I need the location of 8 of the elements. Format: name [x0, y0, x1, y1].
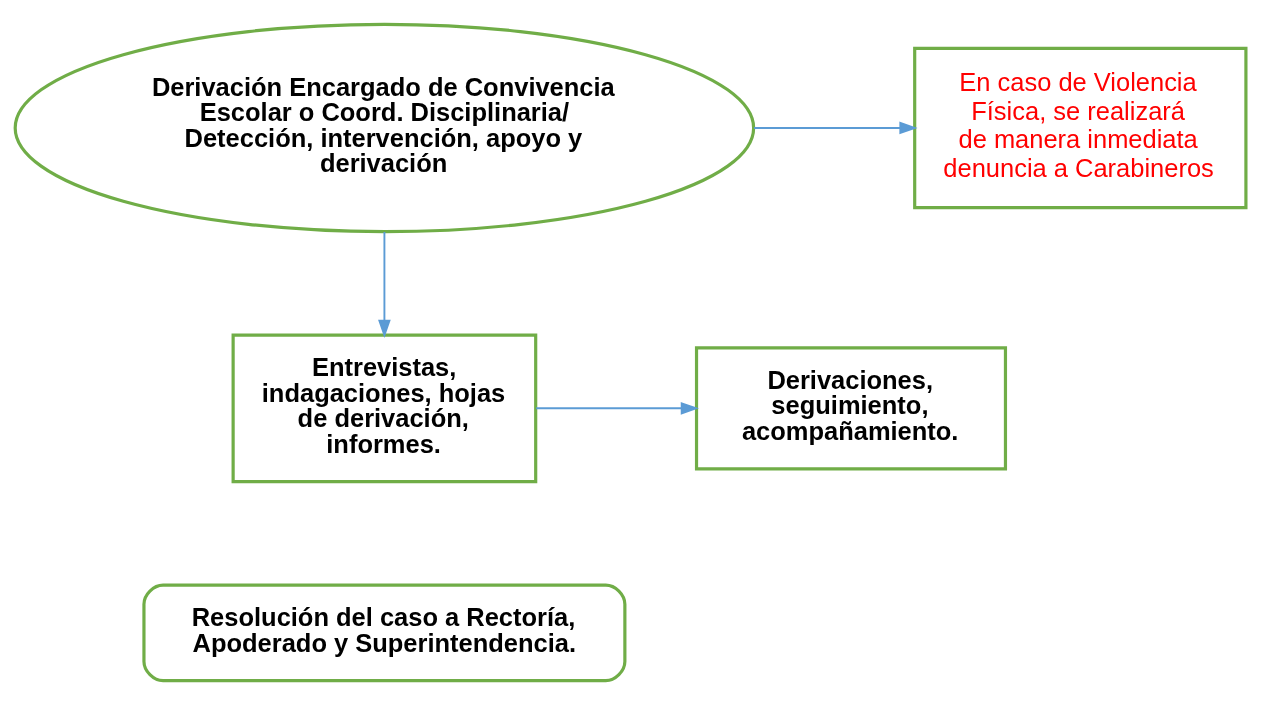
node-box: En caso de Violencia Física, se realizará de manera inmediata denuncia a Carabineros [913, 46, 1248, 209]
arrow [535, 401, 699, 415]
node-box: Entrevistas, indagaciones, hojas de derivación, informes. [231, 333, 538, 483]
node-box: Resolución del caso a Rectoría, Apoderado y Superintendencia. [142, 583, 627, 682]
arrow [378, 230, 391, 338]
node-box: Derivaciones, seguimiento, acompañamiento. [694, 345, 1008, 470]
arrow [753, 121, 918, 134]
node-ellipse: Derivación Encargado de Convivencia Escolar o Coord. Disciplinaria/ Detección, intervención, apoyo y derivación [13, 22, 756, 233]
